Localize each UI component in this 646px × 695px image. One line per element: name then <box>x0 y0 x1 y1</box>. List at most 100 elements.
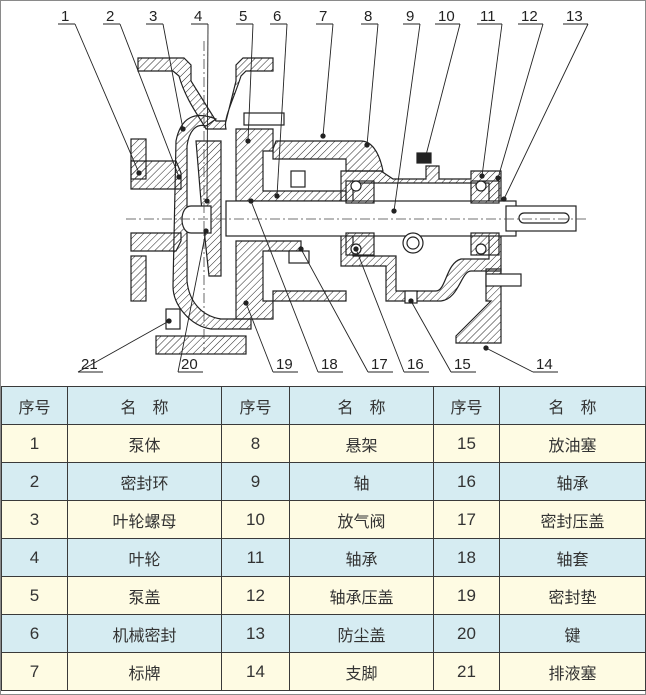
part-number: 5 <box>1 576 68 615</box>
callout-leader-line <box>276 23 288 197</box>
callout-label: 1 <box>61 8 69 25</box>
header-no: 序号 <box>433 386 500 425</box>
callout-1: 1 <box>58 8 142 176</box>
part-number: 1 <box>1 424 68 463</box>
callout-leader-line <box>322 23 334 137</box>
callout-15: 15 <box>408 298 476 373</box>
callout-11: 11 <box>477 8 503 179</box>
part-number: 19 <box>433 576 500 615</box>
callout-2: 2 <box>103 8 182 180</box>
part-name: 机械密封 <box>67 614 222 653</box>
callout-label: 12 <box>521 8 538 25</box>
part-number: 3 <box>1 500 68 539</box>
callout-label: 19 <box>276 356 293 373</box>
part-number: 10 <box>221 500 290 539</box>
part-name: 轴承 <box>289 538 434 577</box>
callout-label: 14 <box>536 356 553 373</box>
callout-20: 20 <box>177 228 209 373</box>
callout-label: 17 <box>371 356 388 373</box>
callout-dot <box>243 300 249 306</box>
part-number: 18 <box>433 538 500 577</box>
part-number: 9 <box>221 462 290 501</box>
callout-leader-line <box>424 23 461 160</box>
part-name: 支脚 <box>289 652 434 691</box>
callout-dot <box>180 126 186 132</box>
part-number: 21 <box>433 652 500 691</box>
callout-5: 5 <box>236 8 254 144</box>
callout-leader-line <box>393 23 421 212</box>
callout-leader-line <box>300 248 369 373</box>
callout-4: 4 <box>191 8 210 204</box>
callout-dot <box>136 170 142 176</box>
callout-label: 18 <box>321 356 338 373</box>
center-lines <box>126 41 586 351</box>
part-name: 轴承压盖 <box>289 576 434 615</box>
callout-label: 11 <box>480 8 496 25</box>
part-name: 标牌 <box>67 652 222 691</box>
callout-leader-line <box>206 23 209 202</box>
part-name: 排液塞 <box>499 652 646 691</box>
callout-12: 12 <box>495 8 544 181</box>
part-name: 键 <box>499 614 646 653</box>
shaft-assembly <box>165 112 577 330</box>
callout-label: 16 <box>407 356 424 373</box>
callout-leader-line <box>245 302 274 373</box>
callout-dot <box>248 198 254 204</box>
callout-dot <box>479 173 485 179</box>
callout-dot <box>176 174 182 180</box>
part-name: 放油塞 <box>499 424 646 463</box>
callout-8: 8 <box>361 8 379 148</box>
callout-leader-line <box>250 200 319 373</box>
callout-label: 6 <box>273 8 281 25</box>
callout-17: 17 <box>298 246 393 373</box>
callout-leader-line <box>247 23 254 142</box>
header-no: 序号 <box>221 386 290 425</box>
callout-label: 7 <box>319 8 327 25</box>
callout-leader-line <box>503 23 589 200</box>
callout-label: 2 <box>106 8 114 25</box>
part-name: 放气阀 <box>289 500 434 539</box>
part-name: 叶轮螺母 <box>67 500 222 539</box>
part-number: 8 <box>221 424 290 463</box>
part-name: 叶轮 <box>67 538 222 577</box>
callout-dot <box>204 198 210 204</box>
callout-3: 3 <box>146 8 186 132</box>
part-number: 6 <box>1 614 68 653</box>
callout-18: 18 <box>248 198 343 373</box>
callout-label: 13 <box>566 8 583 25</box>
header-name: 名 称 <box>67 386 222 425</box>
callout-10: 10 <box>422 8 461 162</box>
part-number: 14 <box>221 652 290 691</box>
callout-9: 9 <box>391 8 421 214</box>
part-name: 轴 <box>289 462 434 501</box>
callout-19: 19 <box>243 300 298 373</box>
callout-dot <box>320 133 326 139</box>
part-number: 16 <box>433 462 500 501</box>
part-number: 17 <box>433 500 500 539</box>
callout-dot <box>364 142 370 148</box>
callout-dot <box>483 345 489 351</box>
callout-dot <box>245 138 251 144</box>
callout-label: 21 <box>81 356 98 373</box>
callout-leader-line <box>481 23 503 177</box>
header-no: 序号 <box>1 386 68 425</box>
callout-13: 13 <box>501 8 589 202</box>
callout-14: 14 <box>483 345 558 373</box>
callout-label: 9 <box>406 8 414 25</box>
callout-leader-line <box>366 23 379 146</box>
callout-dot <box>298 246 304 252</box>
callout-dot <box>422 156 428 162</box>
callout-leader-line <box>119 23 180 178</box>
callout-label: 15 <box>454 356 471 373</box>
part-number: 2 <box>1 462 68 501</box>
callout-dot <box>203 228 209 234</box>
part-name: 泵盖 <box>67 576 222 615</box>
callout-label: 5 <box>239 8 247 25</box>
